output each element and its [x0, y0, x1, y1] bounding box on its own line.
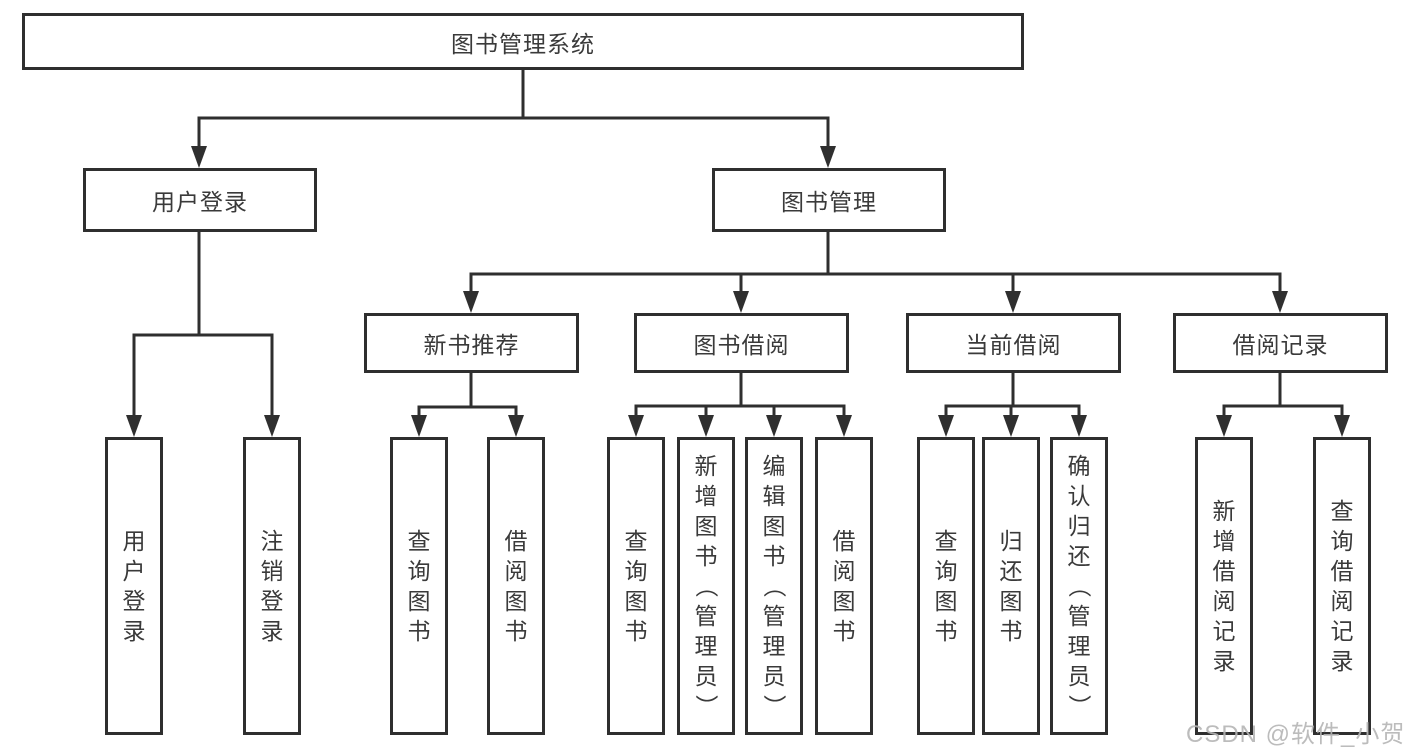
- node-new-book-recommend: 新书推荐: [364, 313, 579, 373]
- csdn-watermark: CSDN @软件_小贺同学: [1186, 721, 1405, 747]
- leaf-logout: 注销登录: [243, 437, 301, 735]
- leaf-query-borrow-record: 查询借阅记录: [1313, 437, 1371, 735]
- node-current-borrowing: 当前借阅: [906, 313, 1121, 373]
- node-user-login: 用户登录: [83, 168, 317, 232]
- leaf-query-books-current: 查询图书: [917, 437, 975, 735]
- leaf-add-books-admin: 新增图书（管理员）: [677, 437, 735, 735]
- node-book-borrowing: 图书借阅: [634, 313, 849, 373]
- leaf-query-books-recommend: 查询图书: [390, 437, 448, 735]
- node-root: 图书管理系统: [22, 13, 1024, 70]
- leaf-borrow-books-recommend: 借阅图书: [487, 437, 545, 735]
- node-book-management: 图书管理: [712, 168, 946, 232]
- leaf-query-books-borrowing: 查询图书: [607, 437, 665, 735]
- leaf-add-borrow-record: 新增借阅记录: [1195, 437, 1253, 735]
- leaf-borrow-books: 借阅图书: [815, 437, 873, 735]
- node-borrowing-records: 借阅记录: [1173, 313, 1388, 373]
- leaf-confirm-return-admin: 确认归还（管理员）: [1050, 437, 1108, 735]
- leaf-user-login: 用户登录: [105, 437, 163, 735]
- leaf-return-books: 归还图书: [982, 437, 1040, 735]
- leaf-edit-books-admin: 编辑图书（管理员）: [745, 437, 803, 735]
